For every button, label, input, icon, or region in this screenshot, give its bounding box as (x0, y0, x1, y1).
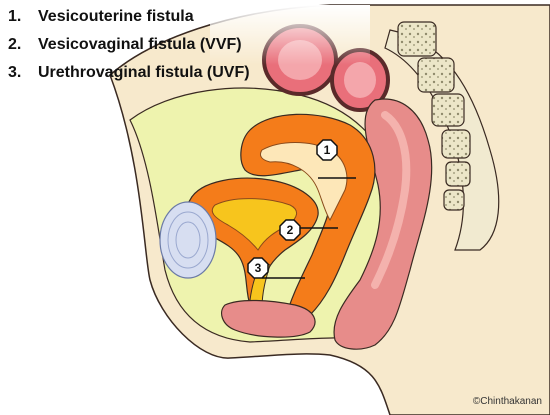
marker-2: 2 (279, 219, 301, 241)
legend-label: Vesicouterine fistula (38, 8, 194, 25)
marker-3: 3 (247, 257, 269, 279)
fistula-tracts (262, 177, 356, 279)
legend-number: 3. (8, 64, 22, 81)
legend-label: Vesicovaginal fistula (VVF) (38, 36, 242, 53)
marker-2-label: 2 (287, 223, 294, 237)
legend-number: 1. (8, 8, 22, 25)
intestines (210, 5, 390, 112)
bladder-lumen (211, 198, 297, 251)
sacrum-vertebrae (384, 21, 500, 251)
legend-number: 2. (8, 36, 22, 53)
legend-label: Urethrovaginal fistula (UVF) (38, 64, 250, 81)
pubic-bone (159, 201, 217, 279)
labia (221, 299, 316, 338)
copyright-text: ©Chinthakanan (472, 396, 542, 407)
marker-1-label: 1 (324, 143, 331, 157)
rectum (333, 98, 433, 350)
marker-1: 1 (316, 139, 338, 161)
marker-3-label: 3 (255, 261, 262, 275)
legend-item: 3. Urethrovaginal fistula (UVF) (8, 64, 250, 92)
legend-item: 2. Vesicovaginal fistula (VVF) (8, 36, 250, 64)
fistula-legend: 1. Vesicouterine fistula 2. Vesicovagina… (8, 8, 250, 92)
legend-item: 1. Vesicouterine fistula (8, 8, 250, 36)
